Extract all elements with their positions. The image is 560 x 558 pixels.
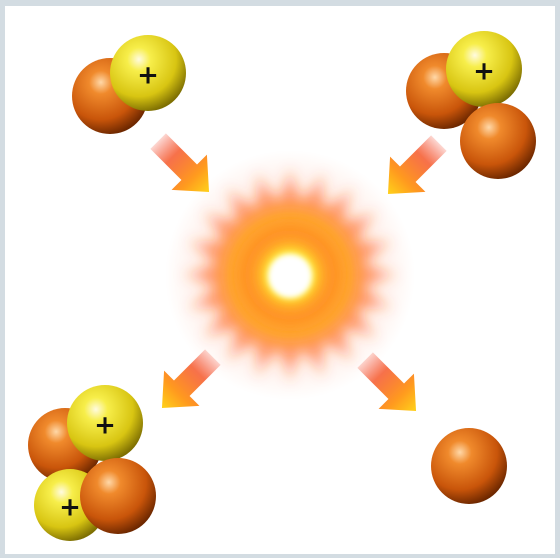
arrow-out-bottom-right <box>357 352 417 412</box>
free-neutron <box>431 428 507 504</box>
reaction-arrows <box>150 133 447 412</box>
fusion-flash <box>165 150 415 400</box>
arrow-in-top-right <box>387 135 447 195</box>
fusion-diagram-svg: ++++ <box>28 31 536 541</box>
arrow-out-bottom-left-shape <box>161 349 221 409</box>
arrow-out-bottom-right-shape <box>357 352 417 412</box>
tritium-right: + <box>406 31 536 179</box>
arrow-out-bottom-left <box>161 349 221 409</box>
proton-sphere <box>110 35 186 111</box>
deuterium-left: + <box>72 35 186 134</box>
arrow-in-top-left <box>150 133 210 193</box>
arrow-in-top-left-shape <box>150 133 210 193</box>
flash-center <box>268 254 312 298</box>
proton-sphere <box>446 31 522 107</box>
neutron-sphere <box>80 458 156 534</box>
proton-sphere <box>67 385 143 461</box>
proton-charge-label: + <box>59 493 81 523</box>
neutron-sphere <box>460 103 536 179</box>
helium-nucleus: ++ <box>28 385 156 541</box>
proton-charge-label: + <box>473 57 495 87</box>
proton-charge-label: + <box>137 61 159 91</box>
neutron-sphere <box>431 428 507 504</box>
arrow-in-top-right-shape <box>387 135 447 195</box>
proton-charge-label: + <box>94 411 116 441</box>
particles: ++++ <box>28 31 536 541</box>
